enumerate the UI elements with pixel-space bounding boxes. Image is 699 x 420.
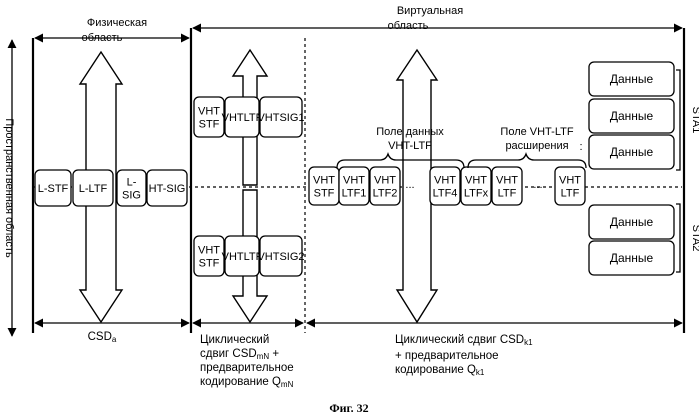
cyclic-shift-k1-label: Циклический сдвиг CSDk1 + предварительно… <box>395 334 536 377</box>
sta2-bracket <box>676 204 680 272</box>
data-boxes: ДанныеДанныеДанныеДанныеДанные <box>589 62 674 275</box>
data-box-5-label: Данные <box>610 251 654 265</box>
virtual-field-5-label: VHTLTFx <box>464 175 489 200</box>
ext-field-brace <box>468 154 586 168</box>
virtual-field-7-label: VHTLTF <box>559 175 581 200</box>
virtual-fields: VHTSTF VHTLTF1VHTLTF2 VHTLTF4VHTLTFx VHTLTF… <box>309 167 585 205</box>
legacy-field-4-label: HT-SIG <box>149 183 186 195</box>
ellipsis-2: ... <box>533 179 542 191</box>
upper-stream-fields: VHTSTFVHTLTFVHTSIG1 <box>194 97 305 137</box>
sta1-label: STA1 <box>690 107 699 134</box>
upper-stream-field-3-label: VHTSIG1 <box>257 112 304 124</box>
lower-stream-fields: VHTSTFVHTLTFVHTSIG2 <box>194 236 305 276</box>
data-box-2-label: Данные <box>610 109 654 123</box>
lower-stream-field-3-label: VHTSIG2 <box>257 251 304 263</box>
lower-stream-field-1-label: VHTSTF <box>198 245 220 270</box>
data-box-1-label: Данные <box>610 72 654 86</box>
legacy-field-2-label: L-LTF <box>79 183 108 195</box>
virtual-field-2-label: VHTLTF1 <box>342 175 367 200</box>
cyclic-shift-mn-label: Циклический сдвиг CSDmN + предварительно… <box>200 334 297 389</box>
physical-region-label: Физическаяобласть <box>82 17 147 44</box>
virtual-field-3-label: VHTLTF2 <box>373 175 398 200</box>
data-box-4-label: Данные <box>610 215 654 229</box>
ext-field-label: Поле VHT-LTFрасширения <box>500 126 573 152</box>
data-field-brace <box>337 154 464 168</box>
csd-a-label: CSDa <box>88 331 117 344</box>
virtual-field-4-label: VHTLTF4 <box>433 175 458 200</box>
figure-caption: Фиг. 32 <box>329 401 368 415</box>
virtual-field-1-label: VHTSTF <box>313 175 335 200</box>
virtual-field-6-label: VHTLTF <box>496 175 518 200</box>
data-box-3-label: Данные <box>610 145 654 159</box>
sta1-bracket <box>676 70 680 170</box>
legacy-fields: L-STFL-LTFL-SIGHT-SIG <box>35 170 187 206</box>
sta2-label: STA2 <box>690 225 699 252</box>
data-colon: : <box>579 141 582 153</box>
upper-stream-field-1-label: VHTSTF <box>198 106 220 131</box>
legacy-field-1-label: L-STF <box>38 183 69 195</box>
ellipsis-1: ... <box>405 179 414 191</box>
spatial-region-label: Пространственная область <box>3 118 15 258</box>
